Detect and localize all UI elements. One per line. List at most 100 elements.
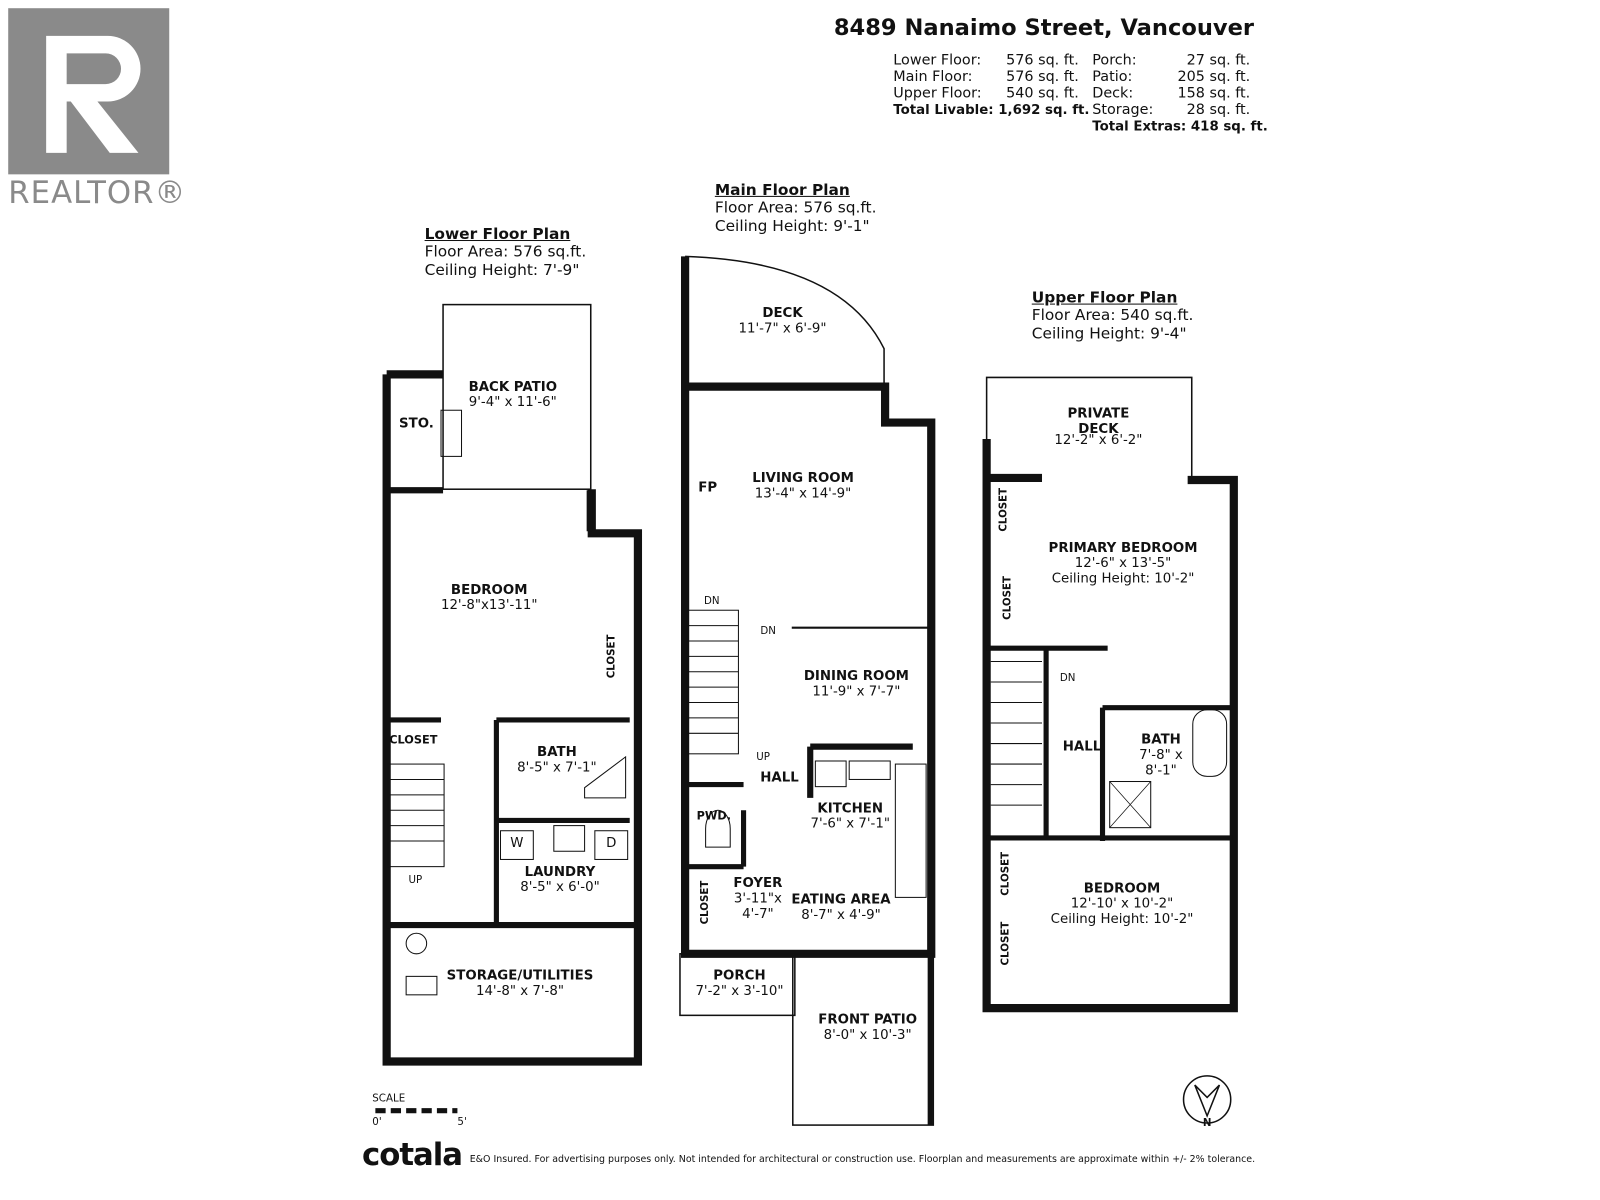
room-name: DECK <box>1078 421 1119 437</box>
stairs-up-label: UP <box>756 751 770 764</box>
room-dims: 12'-8"x13'-11" <box>440 597 538 614</box>
extra-areas: Porch:27 sq. ft. Patio: 205 sq. ft. Deck:… <box>1092 52 1268 135</box>
plan-title: Main Floor Plan <box>714 180 850 199</box>
scale-end: 5' <box>457 1116 467 1129</box>
livable-areas: Lower Floor: 576 sq. ft. Main Floor: 576 s… <box>893 52 1089 119</box>
area-value: 158 sq. ft. <box>1177 85 1251 102</box>
plan-title: Upper Floor Plan <box>1031 288 1178 307</box>
plan-ceiling: Ceiling Height: 7'-9" <box>424 259 580 279</box>
room-name: PRIMARY BEDROOM <box>1048 540 1198 556</box>
stairs-down-label: DN <box>1059 672 1076 685</box>
room-main-hall: HALL <box>760 770 799 786</box>
upper-floor-area-row: Upper Floor: 540 sq. ft. <box>893 85 1089 102</box>
area-value: 27 sq. ft. <box>1186 52 1251 69</box>
lower-floor-area-row: Lower Floor: 576 sq. ft. <box>893 52 1089 69</box>
deck-area-row: Deck:158 sq. ft. <box>1092 85 1268 102</box>
fireplace-label: FP <box>698 479 718 496</box>
room-dims: 8'-1" <box>1145 762 1177 779</box>
room-name: BEDROOM <box>450 582 528 598</box>
stairs-down-label: DN <box>703 595 720 608</box>
room-dims: 9'-4" x 11'-6" <box>468 394 557 411</box>
disclaimer: E&O Insured. For advertising purposes on… <box>469 1153 1256 1166</box>
room-dims: 12'-2" x 6'-2" <box>1054 432 1143 449</box>
room-name: BATH <box>1141 732 1181 748</box>
total-extras: Total Extras: 418 sq. ft. <box>1092 119 1268 135</box>
stairs-up-label: UP <box>408 874 423 887</box>
room-dims: 7'-6" x 7'-1" <box>810 816 890 832</box>
room-ceiling: Ceiling Height: 10'-2" <box>1051 571 1195 587</box>
plan-area: Floor Area: 576 sq.ft. <box>714 198 877 217</box>
patio-area-row: Patio: 205 sq. ft. <box>1092 69 1268 86</box>
north-label: N <box>1202 1117 1212 1130</box>
area-label: Main Floor: <box>893 68 973 86</box>
realtor-logo-text: REALTOR® <box>8 175 187 212</box>
room-name: PRIVATE <box>1067 406 1130 422</box>
area-label: Lower Floor: <box>893 52 982 69</box>
room-lower-closet-b: CLOSET <box>389 733 438 747</box>
room-dims: 11'-9" x 7'-7" <box>812 684 901 700</box>
room-name: LIVING ROOM <box>752 470 854 487</box>
room-name: KITCHEN <box>817 800 884 817</box>
room-upper-closet-d: CLOSET <box>1000 921 1012 966</box>
lower-floor-walls <box>382 303 643 1066</box>
room-dims: 7'-2" x 3'-10" <box>695 983 784 999</box>
room-name: BATH <box>537 744 577 760</box>
north-arrow-icon <box>1182 1075 1232 1124</box>
plan-ceiling: Ceiling Height: 9'-1" <box>714 215 870 235</box>
washer-label: W <box>510 835 524 852</box>
scale-start: 0' <box>372 1116 382 1129</box>
area-value: 576 sq. ft. <box>1006 68 1079 86</box>
room-main-closet: CLOSET <box>699 880 711 925</box>
room-name: DINING ROOM <box>803 668 909 685</box>
upper-floor-heading: Upper Floor Plan Floor Area: 540 sq.ft. … <box>1032 289 1194 342</box>
total-livable: Total Livable: 1,692 sq. ft. <box>893 102 1090 119</box>
room-upper-closet-c: CLOSET <box>1000 851 1012 896</box>
room-name: LAUNDRY <box>524 864 596 880</box>
room-dims: 8'-5" x 6'-0" <box>520 879 600 896</box>
room-dims: 8'-0" x 10'-3" <box>823 1027 912 1043</box>
room-powder: PWD. <box>696 809 732 823</box>
room-storage-closet: STO. <box>398 416 434 432</box>
area-value: 205 sq. ft. <box>1177 68 1251 86</box>
room-dims: 8'-5" x 7'-1" <box>517 759 597 776</box>
plan-area: Floor Area: 540 sq.ft. <box>1031 305 1194 325</box>
porch-area-row: Porch:27 sq. ft. <box>1092 52 1268 69</box>
area-value: 576 sq. ft. <box>1006 52 1079 69</box>
plan-title: Lower Floor Plan <box>424 224 571 244</box>
area-label: Upper Floor: <box>893 85 982 102</box>
dryer-label: D <box>606 835 617 852</box>
storage-area-row: Storage:28 sq. ft. <box>1092 102 1268 119</box>
room-name: FOYER <box>733 875 783 892</box>
room-name: FRONT PATIO <box>818 1012 918 1028</box>
room-dims: 11'-7" x 6'-9" <box>738 320 827 337</box>
lower-floor-heading: Lower Floor Plan Floor Area: 576 sq.ft. … <box>424 224 587 279</box>
room-name: BEDROOM <box>1083 880 1161 897</box>
room-lower-closet-a: CLOSET <box>606 634 618 679</box>
property-address: 8489 Nanaimo Street, Vancouver <box>833 15 1255 42</box>
room-dims: 7'-8" x <box>1139 747 1183 763</box>
room-name: BACK PATIO <box>468 379 558 395</box>
room-upper-hall: HALL <box>1062 739 1102 755</box>
room-ceiling: Ceiling Height: 10'-2" <box>1050 911 1194 928</box>
area-value: 540 sq. ft. <box>1006 85 1079 102</box>
room-name: EATING AREA <box>791 892 891 908</box>
area-label: Patio: <box>1092 68 1133 86</box>
main-floor-area-row: Main Floor: 576 sq. ft. <box>893 69 1089 86</box>
